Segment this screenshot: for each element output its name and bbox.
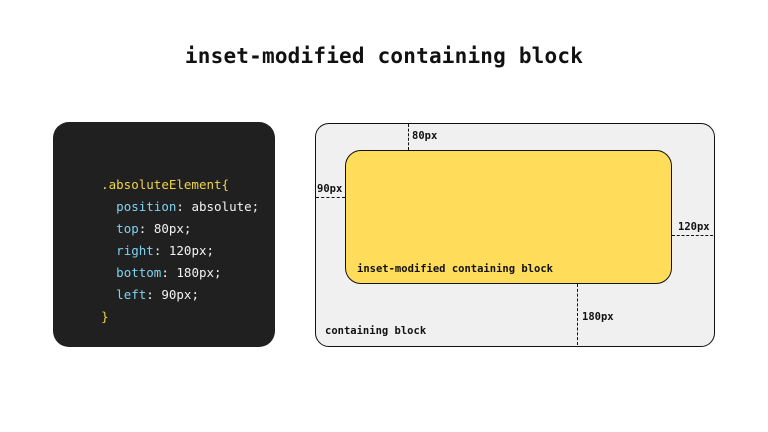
left-offset-label: 90px	[317, 183, 343, 195]
css-property: left	[116, 287, 147, 302]
css-value: 90px;	[161, 287, 199, 302]
open-brace: {	[221, 177, 230, 192]
css-property: top	[116, 221, 139, 236]
bottom-offset-label: 180px	[582, 311, 614, 323]
css-value: 120px;	[168, 243, 215, 258]
diagram-title: inset-modified containing block	[184, 44, 584, 68]
code-panel: .absoluteElement{ position: absolute; to…	[53, 122, 275, 347]
right-offset-label: 120px	[678, 221, 710, 233]
colon: :	[161, 265, 177, 280]
inset-modified-containing-block	[345, 150, 672, 284]
code-declaration-left: left: 90px;	[71, 271, 199, 319]
code-declaration-right: right: 120px;	[71, 227, 214, 275]
code-declaration-bottom: bottom: 180px;	[71, 249, 222, 297]
colon: :	[176, 199, 192, 214]
colon: :	[146, 287, 162, 302]
top-offset-label: 80px	[412, 130, 438, 142]
code-declaration-position: position: absolute;	[71, 183, 259, 231]
left-offset-line	[316, 197, 345, 198]
css-property: bottom	[116, 265, 162, 280]
css-value: 180px;	[176, 265, 222, 280]
code-declaration-top: top: 80px;	[71, 205, 191, 253]
right-offset-line	[672, 235, 713, 236]
css-value: 80px;	[153, 221, 192, 236]
top-offset-line	[408, 124, 409, 150]
colon: :	[138, 221, 154, 236]
css-property: right	[116, 243, 154, 258]
inset-block-label: inset-modified containing block	[357, 263, 553, 275]
code-close-line: }	[71, 293, 109, 341]
css-property: position	[116, 199, 177, 214]
colon: :	[153, 243, 169, 258]
css-value: absolute;	[191, 199, 260, 214]
code-selector-line: .absoluteElement{	[71, 161, 229, 209]
css-selector: .absoluteElement	[101, 177, 222, 192]
bottom-offset-line	[577, 284, 578, 345]
close-brace: }	[101, 309, 109, 324]
containing-block-label: containing block	[325, 325, 427, 337]
